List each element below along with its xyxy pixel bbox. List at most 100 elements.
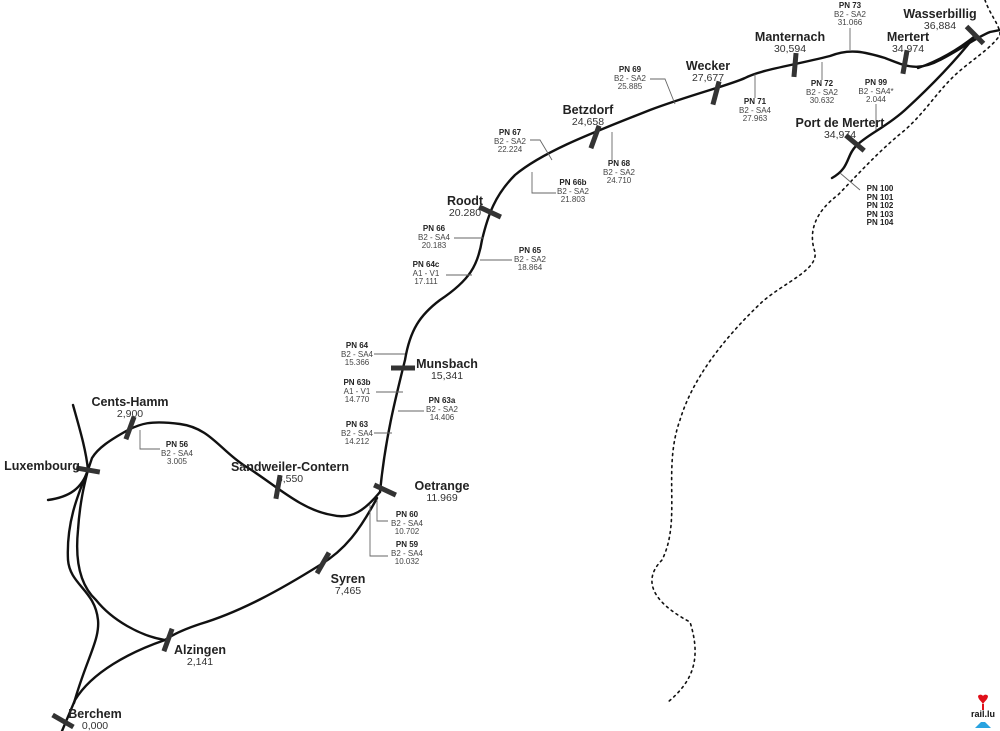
station-name: Roodt xyxy=(446,194,484,208)
crossing-km: 22.224 xyxy=(497,145,523,154)
crossing-leader-line xyxy=(531,172,556,194)
station-marker[interactable] xyxy=(791,52,799,78)
station-name: Alzingen xyxy=(173,643,227,657)
station-marker[interactable] xyxy=(710,80,722,106)
crossing-km: 14.212 xyxy=(344,437,370,446)
crossing-type: B2 - SA4 xyxy=(340,349,374,359)
crossing-type: B2 - SA2 xyxy=(556,186,590,196)
crossing-id: PN 69 xyxy=(618,65,642,74)
crossing-km: 31.066 xyxy=(837,18,863,27)
station-name: Wasserbillig xyxy=(903,7,977,21)
crossing-leader-line xyxy=(139,430,160,450)
station-marker[interactable] xyxy=(588,124,602,150)
crossing-km: 14.406 xyxy=(429,413,455,422)
crossing-id: PN 72 xyxy=(810,79,834,88)
crossing-type: B2 - SA2 xyxy=(425,404,459,414)
station-marker[interactable] xyxy=(900,49,910,75)
station-marker[interactable] xyxy=(123,415,137,441)
logo-mark xyxy=(975,694,991,728)
station-marker[interactable] xyxy=(373,482,397,498)
crossing-id: PN 63b xyxy=(343,378,371,387)
crossing-id: PN 68 xyxy=(607,159,631,168)
crossing-type: B2 - SA4 xyxy=(738,105,772,115)
crossing-km: 10.702 xyxy=(394,527,420,536)
crossing-type: B2 - SA2 xyxy=(805,87,839,97)
station-marker[interactable] xyxy=(478,204,502,220)
crossing-leader-line xyxy=(376,500,388,522)
crossing-type: A1 - V1 xyxy=(412,268,440,278)
crossing-km: 3.005 xyxy=(166,457,188,466)
station-name: Munsbach xyxy=(416,357,478,371)
crossing-km: 27.963 xyxy=(742,114,768,123)
station-marker[interactable] xyxy=(161,627,175,653)
rail-lu-logo[interactable]: rail.lu xyxy=(968,692,998,728)
station-marker[interactable] xyxy=(964,24,986,46)
station-marker[interactable] xyxy=(75,465,101,475)
crossing-leader-line xyxy=(839,172,861,191)
crossing-type: B2 - SA4 xyxy=(417,232,451,242)
crossing-id: PN 102 xyxy=(866,201,894,210)
station-km: 34,974 xyxy=(891,43,925,55)
station-label-luxembourg: Luxembourg xyxy=(4,460,80,473)
station-name: Manternach xyxy=(754,30,826,44)
station-marker[interactable] xyxy=(314,551,332,575)
berchem-luxembourg-track xyxy=(66,468,100,705)
crossing-id: PN 65 xyxy=(518,246,542,255)
station-marker[interactable] xyxy=(844,133,866,153)
crossing-type: B2 - SA4 xyxy=(390,548,424,558)
station-name: Oetrange xyxy=(414,479,470,493)
station-km: 15,341 xyxy=(430,370,464,382)
station-marker[interactable] xyxy=(273,474,283,500)
station-name: Luxembourg xyxy=(4,459,80,473)
border-river-line xyxy=(651,0,1000,703)
station-name: Syren xyxy=(330,572,366,586)
crossing-type: A1 - V1 xyxy=(343,386,371,396)
crossing-id: PN 67 xyxy=(498,128,522,137)
station-name: Port de Mertert xyxy=(795,116,885,130)
crossing-km: 24.710 xyxy=(606,176,632,185)
logo-text: rail.lu xyxy=(970,709,995,719)
crossing-type: B2 - SA4* xyxy=(858,86,894,96)
station-km: 7,465 xyxy=(334,585,362,597)
crossing-id: PN 66 xyxy=(422,224,446,233)
station-km: 20.280 xyxy=(448,207,482,219)
luxembourg-west-track xyxy=(46,468,90,502)
crossing-id: PN 71 xyxy=(743,97,767,106)
station-marker[interactable] xyxy=(51,712,75,730)
station-km: 2,141 xyxy=(186,656,214,668)
crossing-id: PN 56 xyxy=(165,440,189,449)
station-km: 30,594 xyxy=(773,43,807,55)
station-name: Wecker xyxy=(685,59,731,73)
station-km: 11.969 xyxy=(426,492,458,504)
crossing-id: PN 63 xyxy=(345,420,369,429)
crossing-id: PN 73 xyxy=(838,1,862,10)
crossing-id: PN 99 xyxy=(864,78,888,87)
station-km: 24,658 xyxy=(571,116,605,128)
crossing-km: 21.803 xyxy=(560,195,586,204)
station-km: 27,677 xyxy=(691,72,725,84)
crossing-id: PN 64c xyxy=(412,260,440,269)
sandweiler-line-track xyxy=(86,421,382,518)
